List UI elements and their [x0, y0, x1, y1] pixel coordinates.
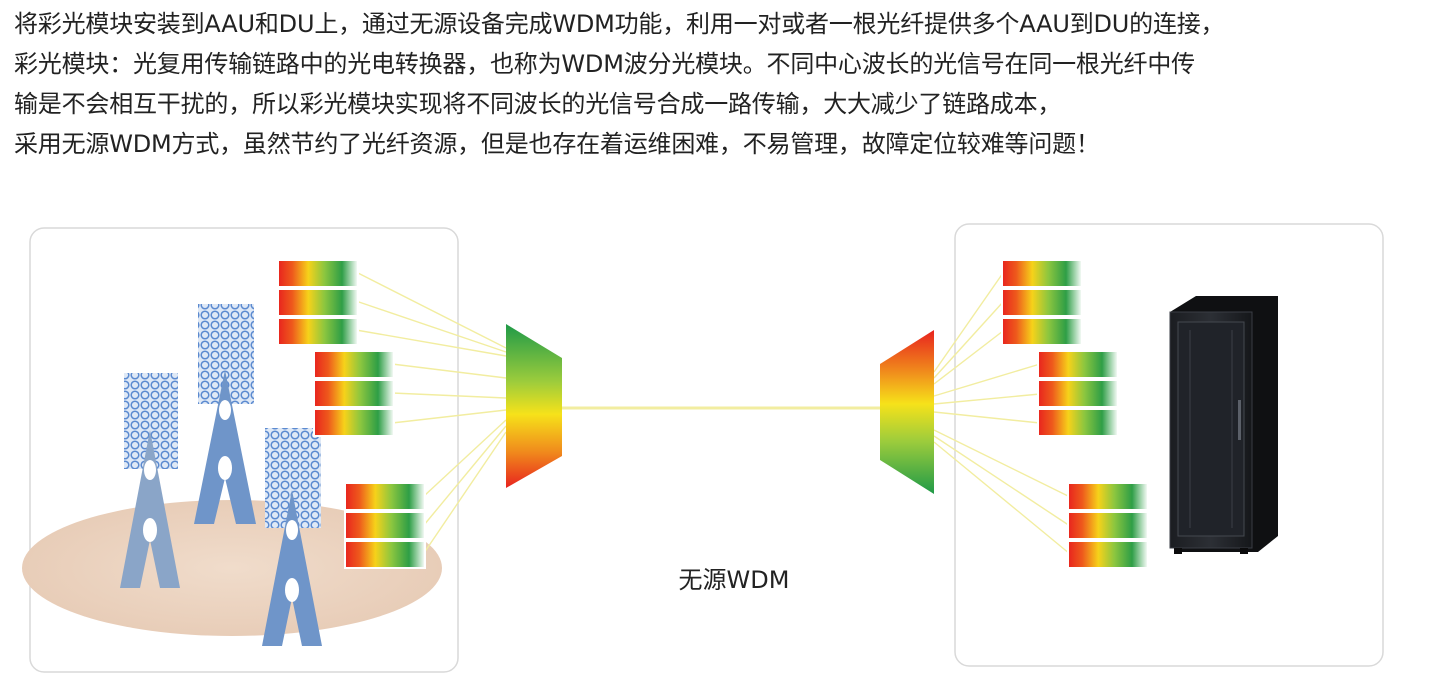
tower-icon — [262, 428, 322, 646]
description-line-4: 采用无源WDM方式，虽然节约了光纤资源，但是也存在着运维困难，不易管理，故障定位… — [14, 130, 1100, 158]
ground-ellipse — [22, 500, 442, 636]
color-module-group — [1067, 482, 1149, 569]
description-line-3: 输是不会相互干扰的，所以彩光模块实现将不同波长的光信号合成一路传输，大大减少了链… — [14, 90, 1062, 118]
tower-icon — [120, 373, 180, 588]
right-fibers — [933, 272, 1071, 555]
left-color-modules — [277, 259, 426, 569]
left-wdm-mux — [506, 324, 562, 488]
right-wdm-mux — [880, 330, 934, 494]
description-text: 将彩光模块安装到AAU和DU上，通过无源设备完成WDM功能，利用一对或者一根光纤… — [14, 4, 1439, 164]
color-module-group — [1037, 350, 1119, 437]
description-line-1: 将彩光模块安装到AAU和DU上，通过无源设备完成WDM功能，利用一对或者一根光纤… — [14, 10, 1225, 38]
left-fibers — [355, 271, 507, 554]
description-line-2: 彩光模块：光复用传输链路中的光电转换器，也称为WDM波分光模块。不同中心波长的光… — [14, 50, 1195, 78]
tower-icon — [194, 304, 256, 524]
color-module-group — [344, 482, 426, 569]
color-module-group — [277, 259, 359, 346]
color-module-group — [313, 350, 395, 437]
server-rack-icon — [1169, 296, 1278, 554]
color-module-group — [1001, 259, 1083, 346]
diagram-caption: 无源WDM — [679, 566, 790, 594]
right-color-modules — [1001, 259, 1149, 569]
